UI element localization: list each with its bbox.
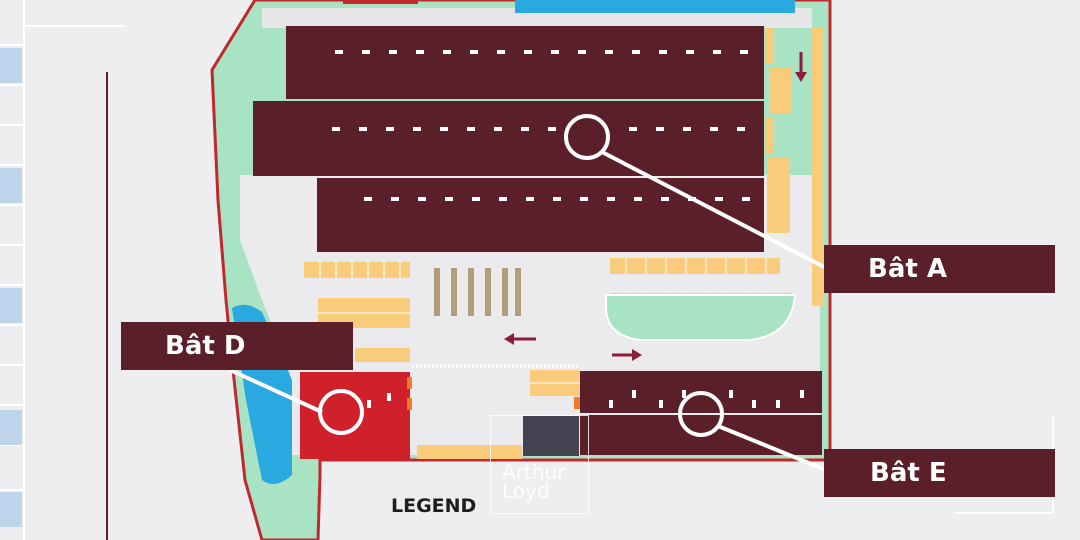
left-blue-tiles [0,48,22,527]
logo-watermark [490,415,589,514]
building-a-label: Bât A [824,245,1055,293]
dark-block [523,416,579,456]
building-d [300,372,410,459]
building-e-details [609,390,804,408]
water-top [515,0,795,13]
building-d-details [367,393,391,408]
orange-doors [407,377,580,410]
logo-text: Arthur Loyd [502,460,566,503]
pointer-building-d [229,368,364,435]
red-marker-top [343,0,418,4]
traffic-arrows [504,52,807,361]
green-island [605,294,797,341]
loading-docks [434,268,521,316]
building-e-label: Bât E [824,449,1055,497]
building-a [253,26,764,252]
building-d-label: Bât D [121,322,353,370]
legend-title: LEGEND [391,495,477,517]
pointer-building-a [564,114,827,270]
building-a-dashes [332,50,750,201]
pointer-building-e [678,391,827,472]
building-e [580,371,822,455]
